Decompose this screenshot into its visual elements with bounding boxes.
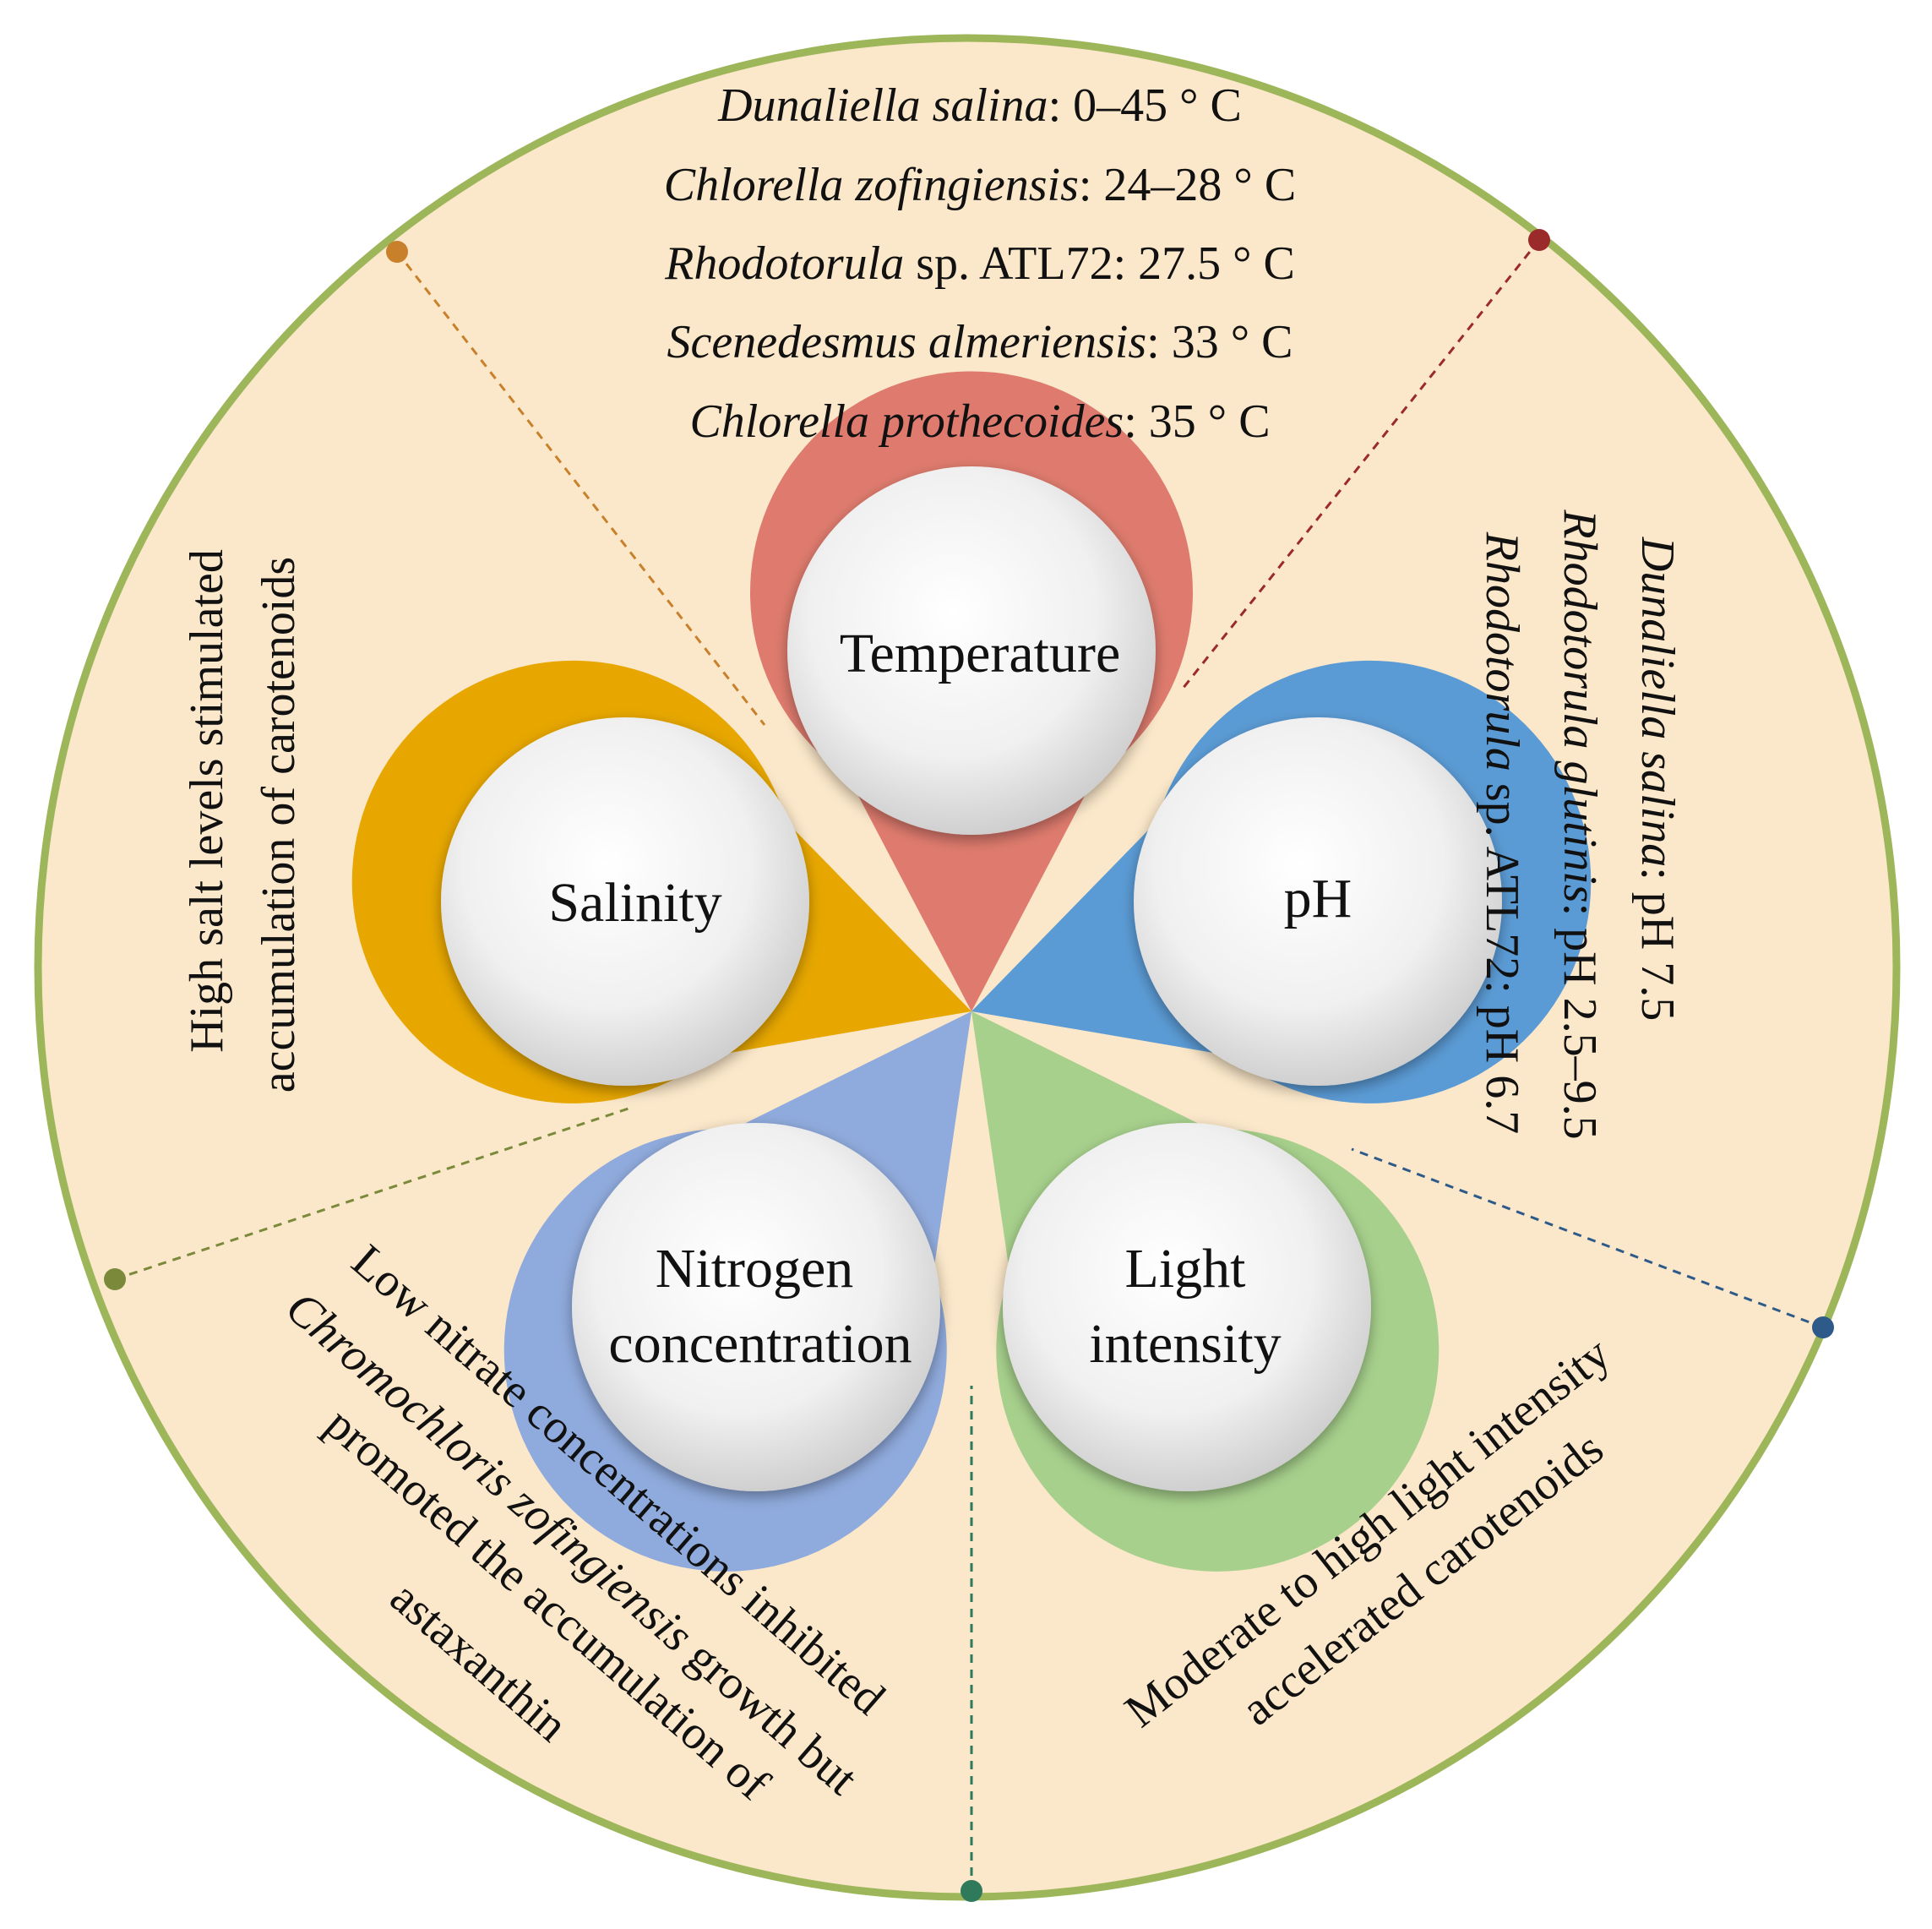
temperature-note-1: Dunaliella salina: 0–45 ° C	[717, 79, 1242, 132]
temperature-note-2: Chlorella zofingiensis: 24–28 ° C	[664, 159, 1296, 211]
salinity-inner-disc	[441, 717, 809, 1086]
salinity-note-line2: accumulation of carotenoids	[253, 557, 305, 1093]
divider-dot-orange	[386, 241, 408, 263]
ph-notes: Dunaliella salina: pH 7.5 Rhodotorula gl…	[1476, 509, 1684, 1139]
temperature-note-3: Rhodotorula sp. ATL72: 27.5 ° C	[664, 237, 1295, 290]
divider-dot-olive	[104, 1268, 126, 1290]
ph-inner-disc	[1134, 717, 1502, 1086]
divider-lines	[114, 239, 1824, 1891]
light-label-line2: intensity	[1089, 1313, 1281, 1375]
temperature-note-5: Chlorella prothecoides: 35 ° C	[689, 395, 1270, 448]
inner-discs	[441, 466, 1502, 1491]
salinity-label: Salinity	[548, 872, 721, 934]
nitrogen-label-line2: concentration	[608, 1313, 912, 1375]
divider-line-temperature-ph	[1181, 239, 1541, 689]
ph-label: pH	[1284, 868, 1352, 929]
divider-dot-darkred	[1528, 229, 1550, 251]
salinity-notes: High salt levels stimulated accumulation…	[181, 549, 305, 1093]
salinity-note-line1: High salt levels stimulated	[181, 549, 233, 1053]
temperature-note-4: Scenedesmus almeriensis: 33 ° C	[667, 316, 1293, 368]
divider-line-ph-light	[1351, 1147, 1824, 1329]
light-label-line1: Light	[1125, 1238, 1246, 1300]
divider-dot-teal	[961, 1880, 982, 1902]
ph-note-2: Rhodotorula glutinis: pH 2.5–9.5	[1554, 509, 1606, 1139]
temperature-inner-disc	[787, 466, 1156, 835]
nitrogen-inner-disc	[572, 1123, 940, 1491]
temperature-notes: Dunaliella salina: 0–45 ° C Chlorella zo…	[664, 79, 1296, 448]
temperature-label: Temperature	[840, 623, 1121, 684]
light-inner-disc	[1003, 1123, 1371, 1491]
ph-note-3: Rhodotorula sp. ATL72: pH 6.7	[1476, 531, 1528, 1134]
divider-dot-blue	[1812, 1316, 1834, 1338]
nitrogen-label-line1: Nitrogen	[656, 1238, 854, 1300]
ph-note-1: Dunaliella salina: pH 7.5	[1631, 537, 1684, 1021]
